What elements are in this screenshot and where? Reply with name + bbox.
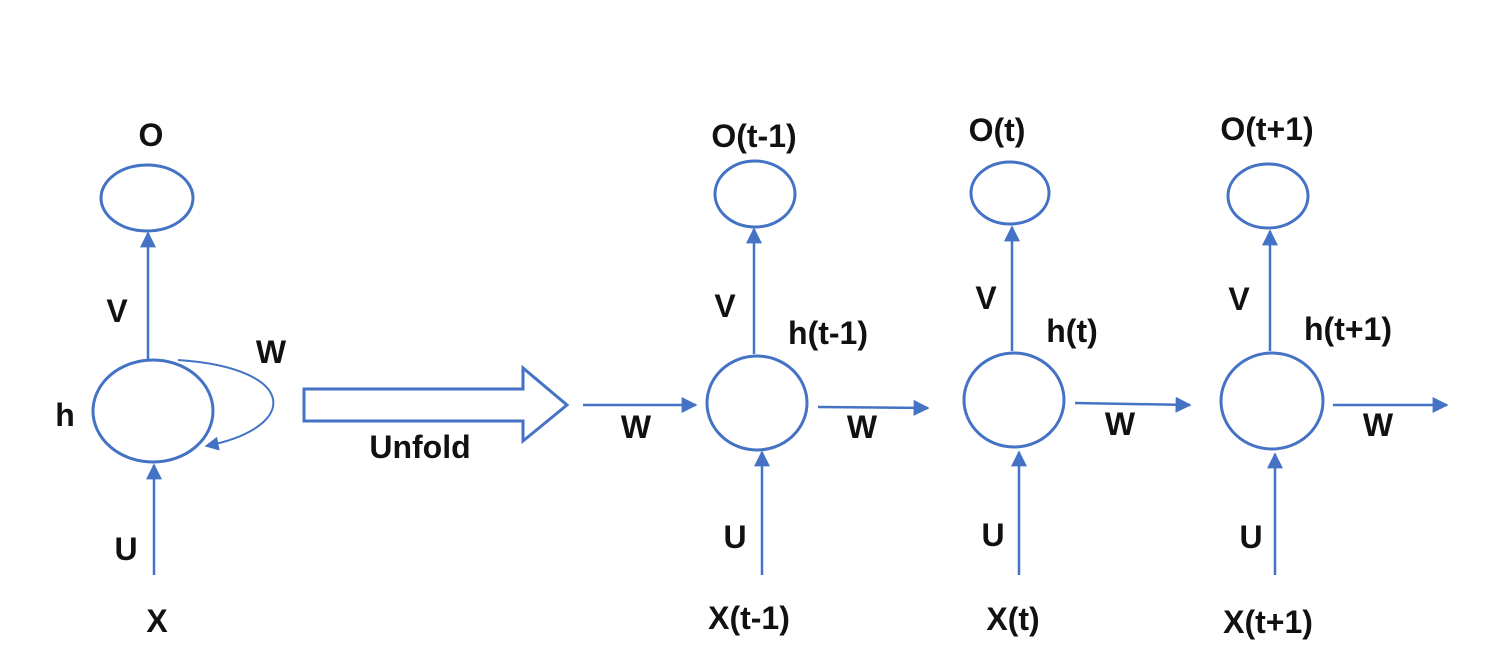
unfold-arrow xyxy=(302,364,570,445)
folded-w-loop-arrow xyxy=(177,359,275,451)
step-1-hidden-node xyxy=(705,354,809,452)
folded-v-label: V xyxy=(106,293,128,329)
step-1-u-label: U xyxy=(723,519,746,555)
step-1-hidden-label: h(t-1) xyxy=(788,315,868,351)
folded-u-label: U xyxy=(114,531,137,567)
step-2-input-label: X(t) xyxy=(986,601,1039,637)
step-1-v-label: V xyxy=(714,288,736,324)
folded-rnn: O h X V U W xyxy=(55,117,287,639)
step-1-input-label: X(t-1) xyxy=(708,600,790,636)
step-3-v-label: V xyxy=(1228,281,1250,317)
unfold-arrow-group: Unfold xyxy=(302,364,570,465)
folded-input-label: X xyxy=(146,603,168,639)
step-2-v-label: V xyxy=(975,280,997,316)
step-t-minus-1: W O(t-1) h(t-1) X(t-1) V U W xyxy=(583,118,930,636)
step-3-hidden-node xyxy=(1219,351,1325,451)
step-1-output-node xyxy=(713,159,797,229)
folded-w-label: W xyxy=(256,334,287,370)
incoming-w-label: W xyxy=(621,409,652,445)
folded-hidden-label: h xyxy=(55,397,75,433)
step-2-hidden-label: h(t) xyxy=(1046,313,1098,349)
step-1-output-label: O(t-1) xyxy=(711,118,796,154)
step-1-w-label: W xyxy=(847,409,878,445)
step-3-hidden-label: h(t+1) xyxy=(1304,311,1392,347)
step-1-w-arrow xyxy=(817,399,930,416)
folded-hidden-node xyxy=(91,358,215,464)
step-3-output-node xyxy=(1226,162,1310,230)
step-2-w-label: W xyxy=(1105,406,1136,442)
step-2-hidden-node xyxy=(962,351,1066,449)
step-3-u-label: U xyxy=(1239,519,1262,555)
step-t: O(t) h(t) X(t) V U W xyxy=(962,112,1192,637)
step-3-output-label: O(t+1) xyxy=(1220,111,1313,147)
folded-output-node xyxy=(99,163,195,233)
unfold-label: Unfold xyxy=(369,429,470,465)
step-3-w-label: W xyxy=(1363,407,1394,443)
step-2-u-label: U xyxy=(981,517,1004,553)
folded-output-label: O xyxy=(139,117,164,153)
step-t-plus-1: O(t+1) h(t+1) X(t+1) V U W xyxy=(1219,111,1449,640)
step-2-w-arrow xyxy=(1074,396,1192,413)
step-2-output-label: O(t) xyxy=(969,112,1026,148)
step-2-output-node xyxy=(969,160,1051,226)
step-3-input-label: X(t+1) xyxy=(1223,604,1313,640)
